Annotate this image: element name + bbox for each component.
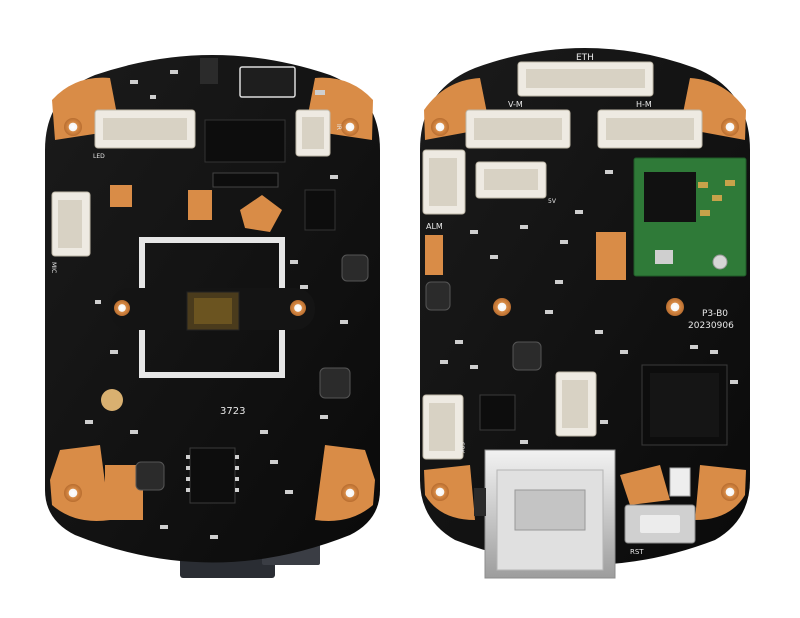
mounting-hole: [721, 483, 739, 501]
hm-label: H-M: [636, 100, 652, 109]
mic-connector: [58, 200, 82, 248]
mounting-hole: [431, 483, 449, 501]
copper-pad: [425, 235, 443, 275]
mounting-hole: [666, 298, 684, 316]
mounting-hole: [101, 389, 123, 411]
inductor: [512, 341, 542, 371]
wifi-chip: [644, 172, 696, 222]
copper-pad: [50, 445, 110, 521]
inductor: [425, 281, 451, 311]
spk-label: SPK: [458, 442, 465, 454]
ic-chip: [304, 189, 336, 231]
spk-connector: [429, 403, 455, 451]
ethernet-jack: [474, 488, 486, 516]
mounting-hole: [64, 484, 82, 502]
mounting-hole: [341, 118, 359, 136]
right-board: ETH V-M H-M ALM 5V P3-B0 20230906: [420, 48, 750, 579]
copper-pad: [695, 465, 746, 520]
mounting-hole: [721, 118, 739, 136]
ir-connector: [302, 117, 324, 149]
vm-label: V-M: [508, 100, 523, 109]
fivev-connector: [484, 169, 538, 190]
alm-connector: [429, 158, 457, 206]
ir-label: IR: [335, 124, 342, 130]
fivev-label: 5V: [548, 198, 557, 205]
alm-label: ALM: [426, 222, 443, 231]
eth-connector: [526, 69, 645, 88]
ic-chip: [212, 172, 279, 188]
lens-mount-hole: [114, 300, 130, 316]
soc-chip: [650, 373, 719, 437]
led-label: LED: [93, 153, 105, 160]
copper-pad: [424, 465, 475, 520]
inductor: [135, 461, 165, 491]
date-label: 20230906: [688, 321, 734, 331]
eth-label: ETH: [576, 53, 594, 63]
mic-label: MIC: [50, 262, 57, 273]
copper-pad: [240, 195, 282, 232]
vm-connector: [474, 118, 562, 140]
ic-chip: [479, 394, 516, 431]
power-diode: [239, 66, 296, 98]
lens-mount-hole: [290, 300, 306, 316]
smd-components: [85, 70, 348, 539]
antenna-connector: [712, 254, 728, 270]
transistor: [200, 58, 218, 84]
rst-label: RST: [630, 548, 644, 556]
mounting-hole: [431, 118, 449, 136]
model-label: P3-B0: [702, 309, 728, 319]
led-connector: [103, 118, 187, 140]
board-code-label: 3723: [220, 406, 245, 417]
mounting-hole: [493, 298, 511, 316]
copper-pad: [596, 232, 626, 280]
ic-chip: [204, 119, 286, 163]
hm-connector: [606, 118, 694, 140]
copper-pad: [620, 465, 670, 505]
ethernet-jack: [514, 489, 586, 531]
flash-chip: [189, 447, 236, 504]
copper-pad: [110, 185, 132, 207]
inductor: [341, 254, 369, 282]
audio-connector: [562, 380, 588, 428]
left-board: LED IR MIC 3723: [45, 55, 380, 578]
mounting-hole: [64, 118, 82, 136]
reset-button[interactable]: [640, 515, 680, 533]
copper-pad: [315, 445, 375, 521]
wifi-component: [655, 250, 673, 264]
inductor: [319, 367, 351, 399]
led-indicator: [669, 467, 691, 497]
mounting-hole: [341, 484, 359, 502]
smd-components: [440, 170, 738, 444]
image-sensor: [194, 298, 232, 324]
copper-pad: [188, 190, 212, 220]
